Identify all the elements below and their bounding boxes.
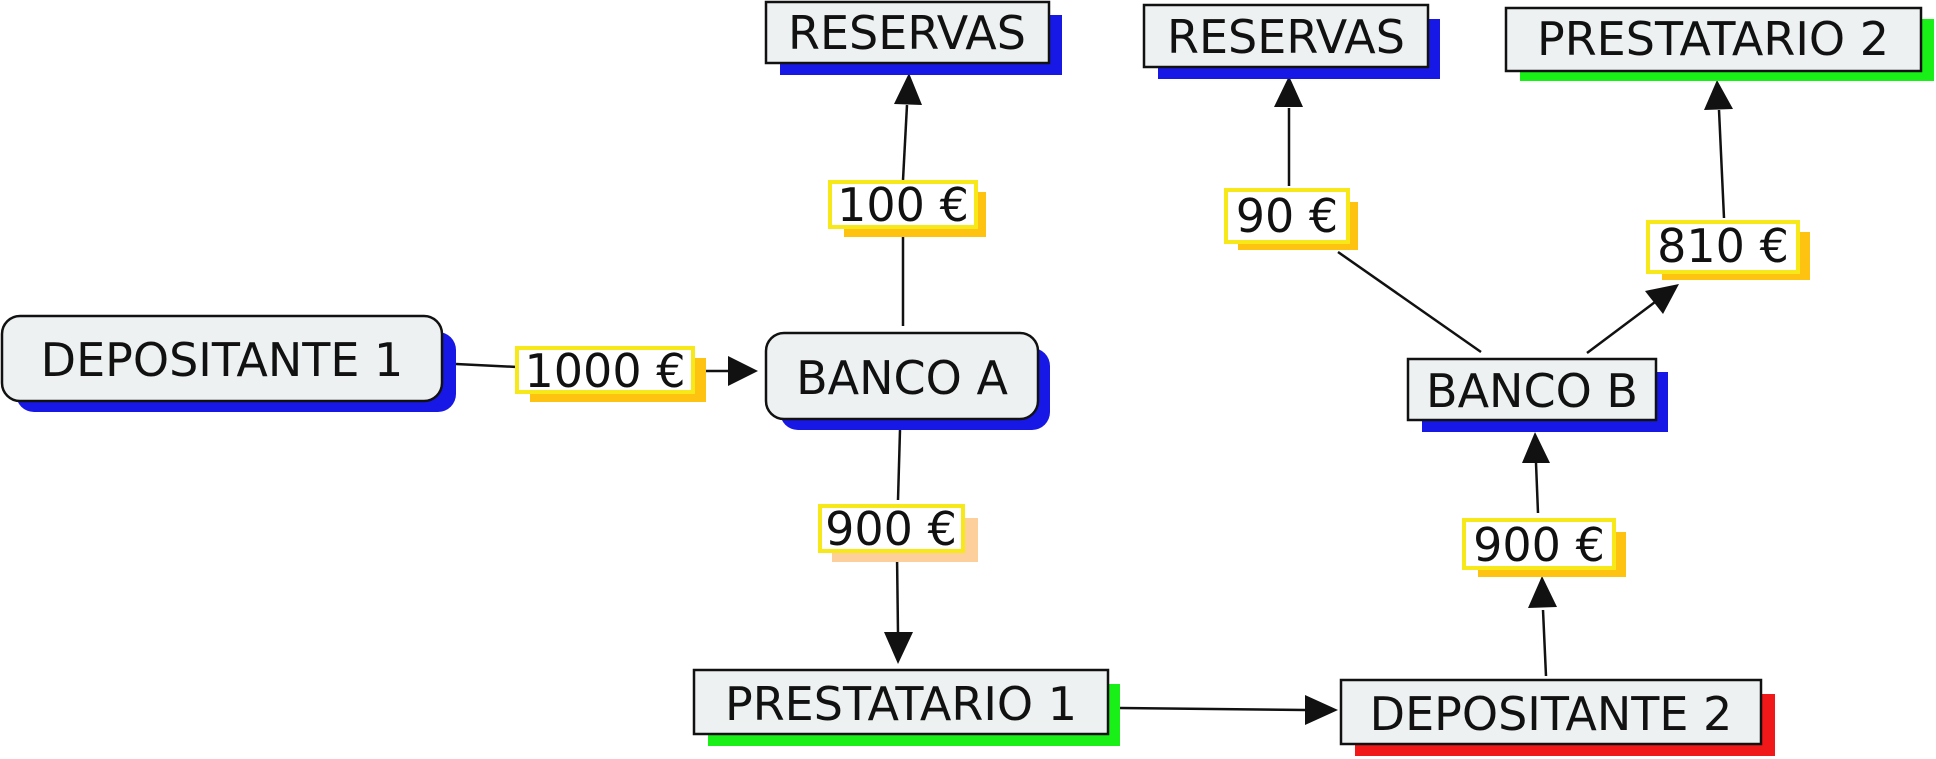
edge-value: 810 €	[1657, 219, 1789, 273]
node-label: RESERVAS	[788, 6, 1026, 60]
node-label: BANCO A	[796, 351, 1008, 405]
node-label: PRESTATARIO 1	[725, 677, 1077, 731]
node-prestatario-2: PRESTATARIO 2	[1504, 6, 1934, 81]
edge-label-810: 810 €	[1646, 219, 1810, 280]
arrowhead-icon	[884, 632, 913, 664]
node-depositante-1: DEPOSITANTE 1	[0, 314, 456, 412]
edge-prestatario1-to-dep2	[1119, 695, 1338, 725]
edge-dep2-to-banco-b	[1522, 432, 1557, 677]
edge-value: 100 €	[837, 178, 969, 232]
arrowhead-icon	[728, 356, 758, 386]
node-banco-b: BANCO B	[1406, 357, 1668, 432]
edge-label-900-b: 900 €	[1462, 518, 1626, 577]
edge-label-100: 100 €	[828, 178, 986, 237]
edge-value: 1000 €	[525, 344, 686, 398]
node-label: DEPOSITANTE 1	[41, 333, 404, 387]
edge-value: 900 €	[825, 502, 957, 556]
edge-label-90: 90 €	[1224, 188, 1358, 250]
node-prestatario-1: PRESTATARIO 1	[692, 668, 1120, 746]
edge-label-1000: 1000 €	[515, 344, 706, 402]
edge-dep1-to-banco-a	[455, 356, 758, 386]
node-depositante-2: DEPOSITANTE 2	[1339, 678, 1775, 756]
arrowhead-icon	[894, 73, 922, 105]
edge-banco-a-to-reservas	[894, 73, 922, 326]
node-reservas-b: RESERVAS	[1142, 3, 1440, 79]
edge-value: 900 €	[1473, 518, 1605, 572]
node-label: PRESTATARIO 2	[1537, 12, 1889, 66]
arrowhead-icon	[1305, 695, 1338, 725]
edge-banco-b-to-reservas	[1274, 76, 1482, 354]
edge-label-900-a: 900 €	[818, 502, 978, 562]
node-label: RESERVAS	[1167, 10, 1405, 64]
arrowhead-icon	[1645, 284, 1679, 314]
arrowhead-icon	[1522, 432, 1550, 463]
node-label: BANCO B	[1426, 364, 1638, 418]
node-label: DEPOSITANTE 2	[1370, 687, 1733, 741]
node-reservas-a: RESERVAS	[764, 0, 1062, 75]
arrowhead-icon	[1704, 80, 1733, 110]
edge-value: 90 €	[1236, 189, 1338, 243]
arrowhead-icon	[1528, 576, 1557, 608]
edge-banco-b-to-prestatario2	[1586, 80, 1733, 354]
arrowhead-icon	[1274, 76, 1303, 107]
edge-banco-a-to-prestatario1	[884, 429, 913, 664]
node-banco-a: BANCO A	[764, 331, 1050, 430]
